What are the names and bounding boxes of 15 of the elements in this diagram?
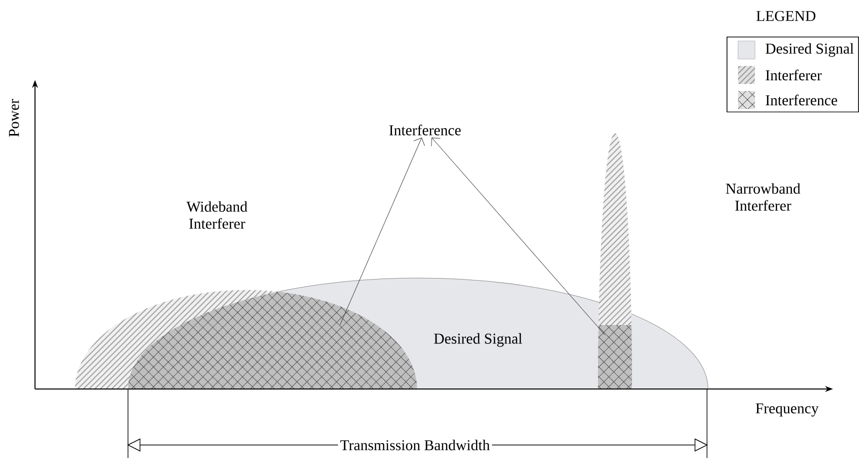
interference-region: [598, 325, 632, 388]
arrow: [431, 138, 606, 336]
arrow: [340, 138, 425, 326]
legend-label: Interference: [766, 94, 838, 106]
legend-label: Interferer: [766, 70, 822, 80]
dimension-label: Transmission Bandwidth: [338, 438, 492, 452]
callout-label: Interference: [389, 124, 461, 136]
legend-title: LEGEND: [756, 10, 816, 22]
interference-region: [128, 290, 417, 388]
region-label: Wideband Interferer: [186, 201, 248, 229]
axis-label: Power: [9, 98, 19, 137]
axis-label: Frequency: [756, 403, 819, 417]
region-label: Narrowband Interferer: [726, 183, 800, 211]
region-label: Desired Signal: [434, 333, 522, 347]
legend-label: Desired Signal: [766, 43, 854, 57]
